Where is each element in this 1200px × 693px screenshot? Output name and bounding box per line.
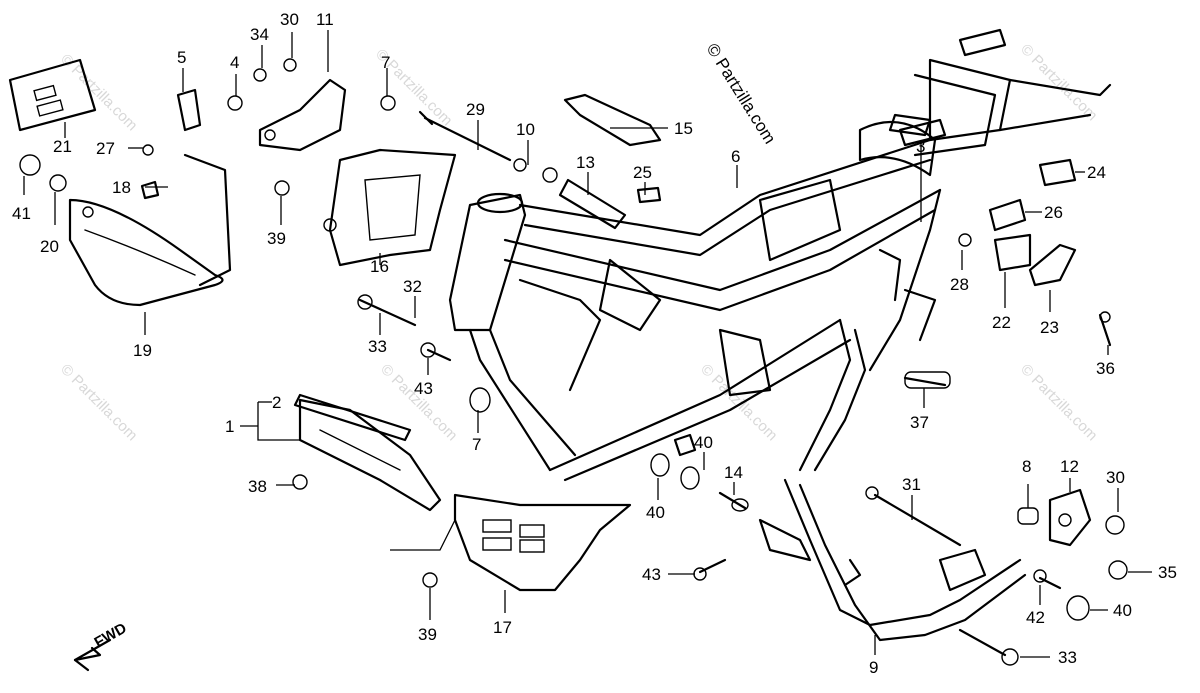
callout-35: 35 — [1158, 563, 1177, 582]
callout-15: 15 — [674, 119, 693, 138]
callout-8: 8 — [1022, 457, 1031, 476]
callout-40: 40 — [694, 433, 713, 452]
bracket-12 — [1048, 488, 1092, 547]
callout-14: 14 — [724, 463, 743, 482]
callout-40: 40 — [646, 503, 665, 522]
pads-3-24-26 — [636, 118, 1077, 232]
side-bracket-1 — [293, 393, 442, 512]
callout-labels: 1 2 3 4 5 6 7 7 8 9 10 11 12 13 14 15 16… — [12, 10, 1177, 677]
callout-5: 5 — [177, 48, 186, 67]
callout-20: 20 — [40, 237, 59, 256]
callout-25: 25 — [633, 163, 652, 182]
callout-16: 16 — [370, 257, 389, 276]
callout-34: 34 — [250, 25, 269, 44]
callout-4: 4 — [230, 53, 239, 72]
callout-42: 42 — [1026, 608, 1045, 627]
rear-guard-19 — [68, 153, 232, 307]
callout-11: 11 — [316, 10, 334, 29]
callout-33: 33 — [368, 337, 387, 356]
callout-43: 43 — [642, 565, 661, 584]
fwd-label: FWD — [92, 620, 130, 652]
callout-2: 2 — [272, 393, 281, 412]
callout-12: 12 — [1060, 457, 1079, 476]
bracket-15 — [563, 93, 662, 147]
callout-30: 30 — [1106, 468, 1125, 487]
callout-41: 41 — [12, 204, 31, 223]
callout-7: 7 — [381, 53, 390, 72]
callout-6: 6 — [731, 147, 740, 166]
plate-21 — [8, 58, 97, 132]
callout-23: 23 — [1040, 318, 1059, 337]
main-frame — [448, 28, 1112, 482]
callout-29: 29 — [466, 100, 485, 119]
callout-9: 9 — [869, 658, 878, 677]
callout-13: 13 — [576, 153, 595, 172]
watermark: © Partzilla.com — [1017, 361, 1100, 444]
callout-28: 28 — [950, 275, 969, 294]
callout-40: 40 — [1113, 601, 1132, 620]
callout-19: 19 — [133, 341, 152, 360]
watermark: © Partzilla.com — [377, 361, 460, 444]
fwd-arrow: FWD — [73, 620, 130, 672]
callout-18: 18 — [112, 178, 131, 197]
callout-21: 21 — [53, 137, 72, 156]
callout-27: 27 — [96, 139, 115, 158]
side-cover-17 — [453, 493, 632, 592]
bracket-22-23 — [993, 233, 1077, 287]
bracket-16 — [323, 148, 457, 267]
callout-36: 36 — [1096, 359, 1115, 378]
callout-33: 33 — [1058, 648, 1077, 667]
watermark: © Partzilla.com — [697, 361, 780, 444]
callout-39: 39 — [267, 229, 286, 248]
callout-32: 32 — [403, 277, 422, 296]
callout-26: 26 — [1044, 203, 1063, 222]
lower-cradle — [758, 478, 1027, 642]
callout-31: 31 — [902, 475, 921, 494]
fasteners — [19, 58, 1128, 666]
callout-22: 22 — [992, 313, 1011, 332]
callout-3: 3 — [916, 137, 925, 156]
callout-37: 37 — [910, 413, 929, 432]
watermark: © Partzilla.com — [57, 361, 140, 444]
copyright-text: © Partzilla.com — [703, 40, 780, 147]
callout-39: 39 — [418, 625, 437, 644]
leader-lines — [23, 30, 1152, 658]
callout-30: 30 — [280, 10, 299, 29]
bracket-11 — [258, 78, 347, 152]
callout-43: 43 — [414, 379, 433, 398]
callout-17: 17 — [493, 618, 512, 637]
callout-1: 1 — [225, 417, 234, 436]
callout-10: 10 — [516, 120, 535, 139]
callout-24: 24 — [1087, 163, 1106, 182]
callout-7: 7 — [472, 435, 481, 454]
callout-38: 38 — [248, 477, 267, 496]
